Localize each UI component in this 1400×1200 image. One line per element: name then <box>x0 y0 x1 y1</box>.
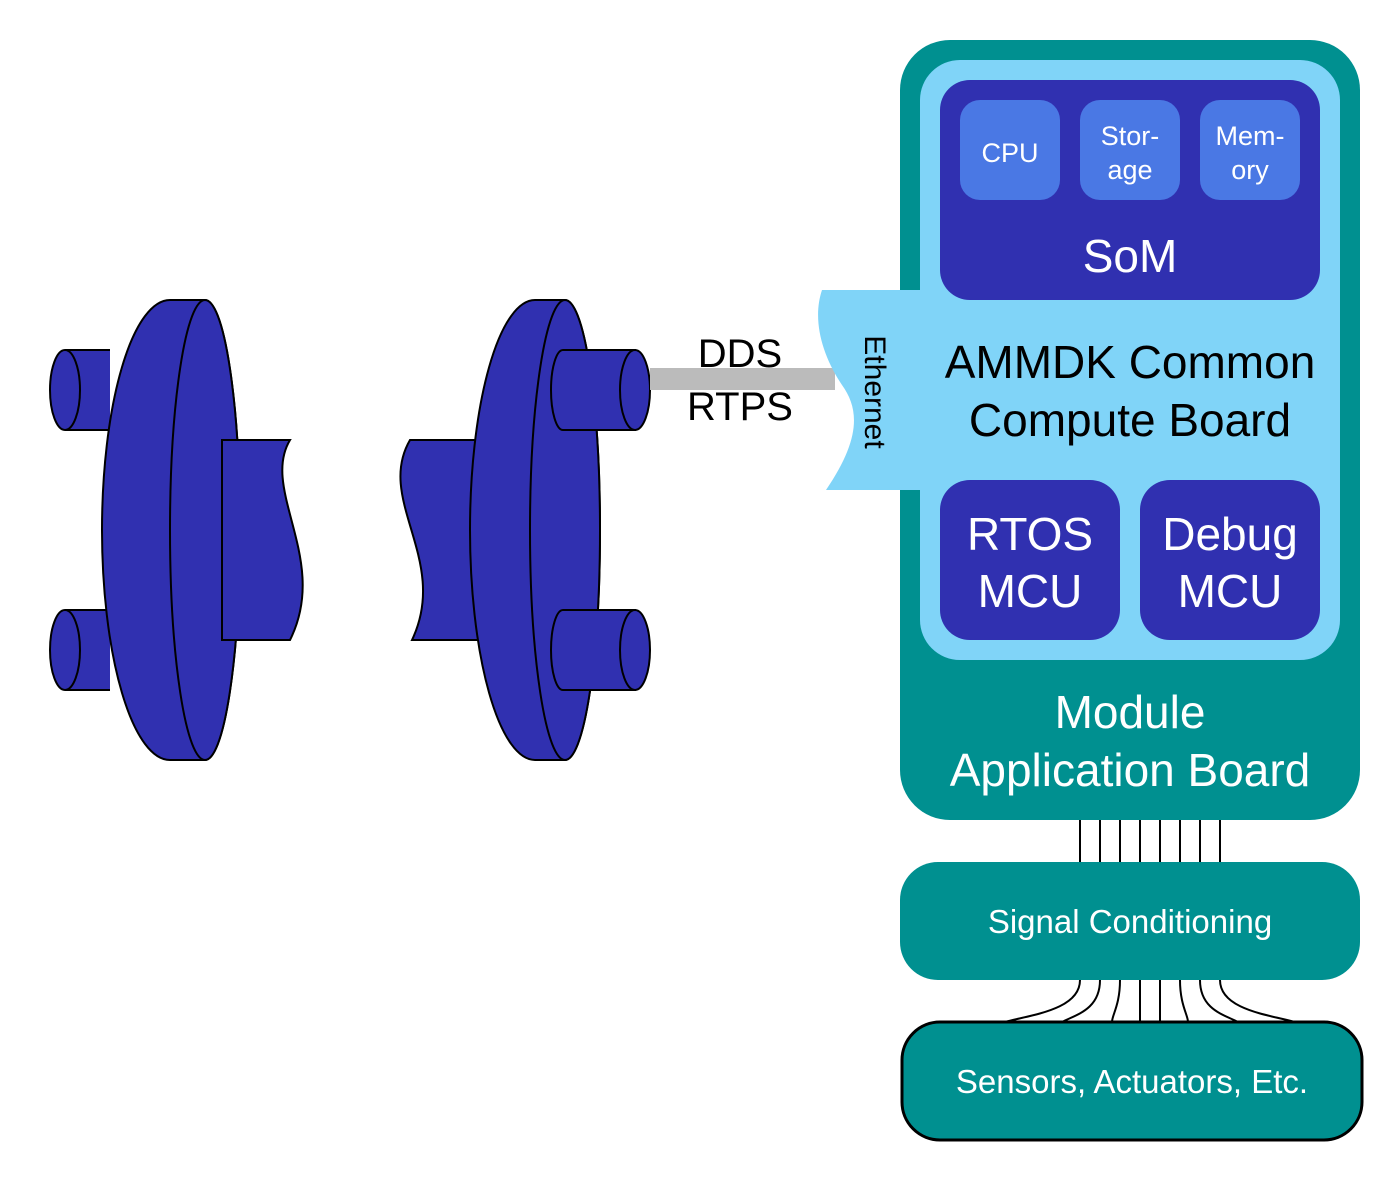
memory-label-line2: ory <box>1231 155 1269 185</box>
connector-left <box>49 299 304 761</box>
debug-mcu-label-line1: Debug <box>1162 508 1298 560</box>
connector-right <box>399 299 651 761</box>
debug-mcu-label-line2: MCU <box>1178 565 1283 617</box>
rtos-mcu-label-line2: MCU <box>978 565 1083 617</box>
link-protocol-dds: DDS <box>698 332 782 376</box>
memory-label-line1: Mem- <box>1216 121 1285 151</box>
debug-mcu-block <box>1140 480 1320 640</box>
som-title: SoM <box>1083 230 1178 282</box>
cpu-label: CPU <box>981 138 1038 168</box>
compute-board-title-line2: Compute Board <box>969 394 1291 446</box>
connector-left-pin-bottom <box>49 609 110 691</box>
link-protocol-rtps: RTPS <box>687 385 793 429</box>
sensors-actuators-block <box>900 1020 1364 1142</box>
connector-right-pin-bottom <box>550 609 651 691</box>
ethernet-label: Ethernet <box>858 335 891 449</box>
sensor-bus-wires <box>1004 979 1296 1023</box>
compute-board-title-line1: AMMDK Common <box>945 336 1316 388</box>
connector-left-flange <box>101 299 241 761</box>
module-board-title-line2: Application Board <box>950 744 1311 796</box>
rtos-mcu-block <box>940 480 1120 640</box>
signal-conditioning-label: Signal Conditioning <box>988 903 1272 940</box>
module-board-title-line1: Module <box>1055 686 1206 738</box>
sensors-actuators-label: Sensors, Actuators, Etc. <box>956 1063 1308 1100</box>
cpu-chip <box>960 100 1060 200</box>
storage-label-line1: Stor- <box>1101 121 1160 151</box>
connector-left-plug-body <box>221 439 304 641</box>
ethernet-port <box>818 290 922 490</box>
connector-left-pin-top <box>49 349 110 431</box>
connector-right-socket-body <box>399 439 481 641</box>
network-link-bar <box>650 368 835 390</box>
storage-label-line2: age <box>1107 155 1152 185</box>
storage-chip <box>1080 100 1180 200</box>
connector-right-pin-top <box>550 349 651 431</box>
rtos-mcu-label-line1: RTOS <box>967 508 1093 560</box>
memory-chip <box>1200 100 1300 200</box>
board-bus-wires <box>1079 820 1221 862</box>
signal-conditioning-block <box>900 862 1360 980</box>
